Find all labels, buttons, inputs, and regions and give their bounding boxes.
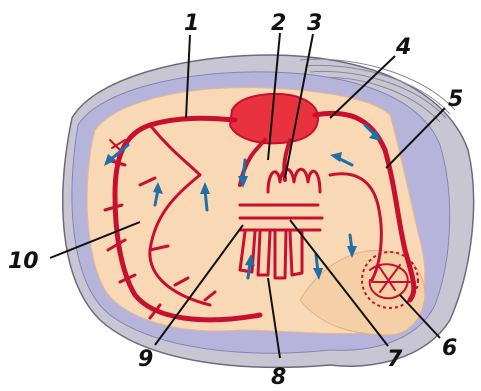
label-6: 6 <box>442 336 457 361</box>
label-4: 4 <box>395 35 411 60</box>
label-1: 1 <box>184 11 199 36</box>
label-3: 3 <box>307 11 322 36</box>
label-10: 10 <box>8 249 39 274</box>
label-2: 2 <box>271 11 286 36</box>
label-7: 7 <box>387 347 403 372</box>
label-5: 5 <box>448 87 463 112</box>
label-9: 9 <box>138 347 153 372</box>
label-8: 8 <box>271 365 286 390</box>
